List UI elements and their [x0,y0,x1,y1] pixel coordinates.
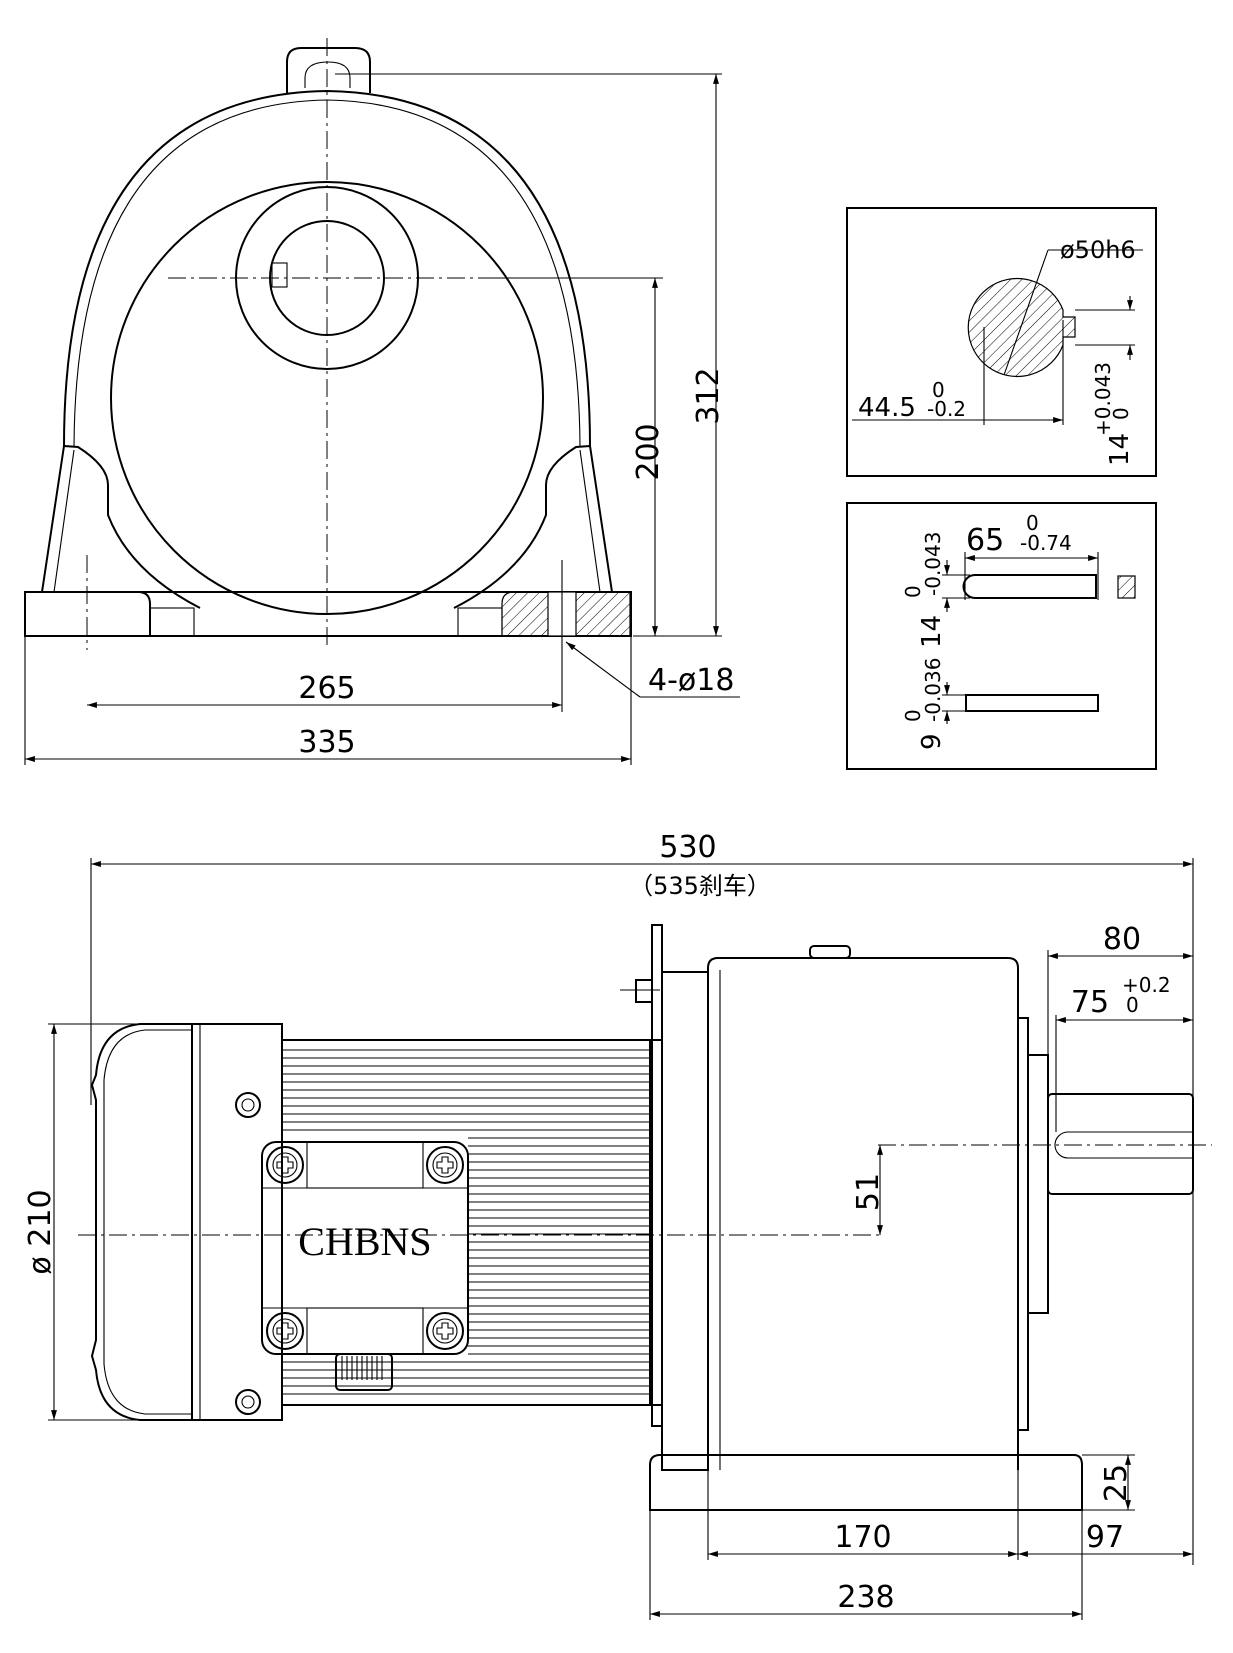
housing-outline [63,89,591,447]
key-end-view [1117,575,1136,599]
end-bell-screw-bottom [235,1389,261,1415]
terminal-screw-icon [266,1146,304,1184]
key-width-tol-upper: 0 [901,585,925,598]
base-left-foot [25,591,151,636]
right-leg-inner [579,449,601,593]
key-height: 9 [917,733,947,750]
dim-total-length: 530 [659,830,716,865]
motor-end-bell [191,1023,283,1421]
gearbox-foot [649,1454,1083,1511]
shaft-depth-value: 44.5 [858,393,916,423]
flange-bolt [635,979,653,1003]
dim-key-length: 75 [1071,985,1109,1020]
key-side-view [965,694,1099,712]
shaft-key-tol-upper: +0.043 [1091,362,1115,436]
shaft-key-tol-lower: 0 [1109,407,1133,420]
shaft-section-hatched [967,277,1076,378]
dim-holes: 4-ø18 [648,663,734,698]
dim-foot-bolt-spacing: 170 [834,1520,891,1555]
dim-bolt-spacing: 265 [298,671,355,706]
terminal-screw-icon [426,1312,464,1350]
left-leg-inner [53,449,75,593]
dim-shaft-to-foot: 97 [1086,1520,1124,1555]
dim-shaft-length: 80 [1103,922,1141,957]
key-top-view [962,574,1097,599]
terminal-screws [266,1146,464,1350]
shaft-section-detail: ø50h6 44.5 0 -0.2 14 +0.043 0 [846,207,1157,477]
left-leg [41,445,201,609]
dim-base-width: 335 [298,725,355,760]
breather-plug [809,945,851,959]
key-length-tol-upper: 0 [1026,511,1039,535]
fan-cover [90,1023,192,1421]
dim-key-tol-upper: +0.2 [1122,973,1171,997]
output-shaft [1047,1093,1194,1195]
shaft-diameter: ø50h6 [1060,236,1136,264]
terminal-screw-icon [426,1146,464,1184]
base-left-slot [149,607,195,637]
shaft-depth-tol-lower: -0.2 [927,397,966,421]
dim-shaft-center-height: 200 [631,423,666,480]
key-width-tol-lower: -0.043 [921,532,945,596]
key-length-tol-lower: -0.74 [1020,531,1072,555]
key-length: 65 [966,523,1004,558]
brake-note: （535刹车） [629,872,771,900]
output-bearing-cap [1027,1054,1049,1314]
key-detail: 65 0 -0.74 14 0 -0.043 9 0 -0.036 [846,502,1157,770]
base-right-slot [457,607,503,637]
gearbox-adapter [661,971,709,1471]
side-view: 530 （535刹车） CHBNS [23,830,1212,1620]
base-plate [24,591,632,637]
cooling-fins [282,1049,650,1395]
dim-total-height: 312 [691,367,726,424]
dim-key-tol-lower: 0 [1126,993,1139,1017]
gearbox-output-flange [1018,1017,1029,1431]
gearbox-housing [707,957,1019,1470]
front-view: 312 200 265 335 4-ø18 [24,38,740,765]
dim-foot-height: 25 [1099,1464,1134,1502]
right-leg [453,445,613,609]
fan-cover-inner [103,1029,192,1415]
terminal-box-lid-bottom [306,1307,424,1355]
brand-logo: CHBNS [298,1219,431,1264]
output-shaft-key [1054,1131,1194,1159]
gearbox-flange-plate [651,924,663,1427]
cable-gland [335,1353,393,1391]
dim-motor-diameter: ø 210 [23,1189,58,1274]
key-height-tol-lower: -0.036 [921,658,945,722]
shaft-depth-tol-upper: 0 [932,378,945,402]
lifting-eye [286,47,371,93]
lifting-eye-hole [304,61,351,88]
key-detail-frame [846,502,1157,770]
key-height-tol-upper: 0 [901,709,925,722]
shaft-key [271,262,288,288]
shaft-section-frame [846,207,1157,477]
shaft-key-width: 14 [1105,433,1135,466]
key-width: 14 [917,615,947,648]
end-bell-screw-top [235,1092,261,1118]
dim-foot-length: 238 [837,1580,894,1615]
dim-shaft-offset: 51 [851,1173,886,1211]
terminal-box-lid-top [306,1141,424,1189]
terminal-screw-icon [266,1312,304,1350]
